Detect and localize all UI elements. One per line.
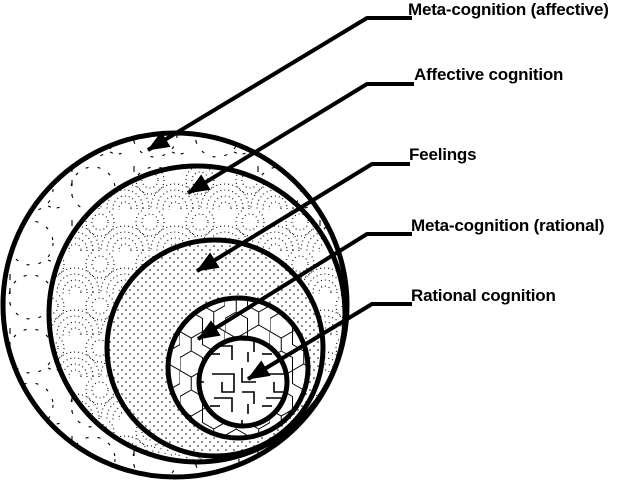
label-meta-cognition-rational: Meta-cognition (rational): [411, 216, 605, 235]
leader-affective-cognition: [186, 82, 414, 195]
label-affective-cognition: Affective cognition: [414, 65, 564, 84]
label-meta-cognition-affective: Meta-cognition (affective): [408, 0, 609, 19]
label-feelings: Feelings: [409, 145, 477, 164]
leader-meta-cognition-rational: [196, 232, 412, 341]
leader-rational-cognition: [246, 302, 412, 381]
ring-rational-cognition: [196, 335, 290, 429]
leader-lines-group: [146, 16, 414, 381]
leader-feelings: [195, 162, 410, 273]
rings-group: [0, 130, 350, 480]
leader-meta-cognition-affective: [146, 16, 412, 152]
label-rational-cognition: Rational cognition: [411, 286, 556, 305]
